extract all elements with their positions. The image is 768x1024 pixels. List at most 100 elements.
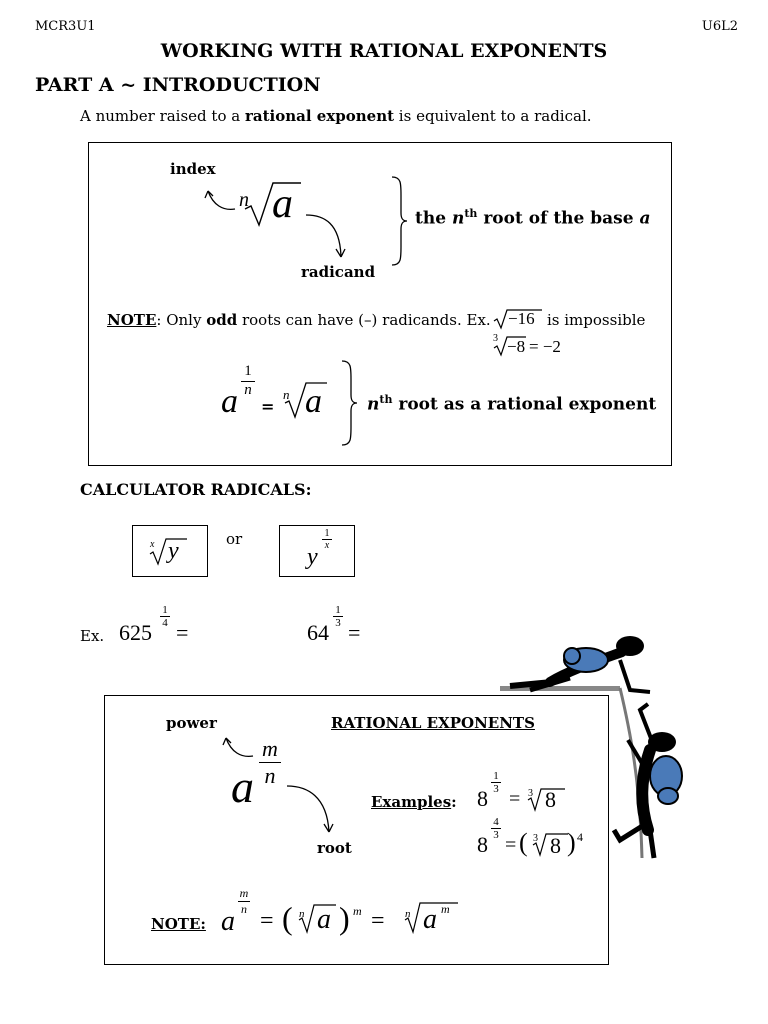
calc-ex2-eq: =: [348, 620, 361, 645]
box2-ex1-num: 1: [493, 770, 499, 782]
examples-colon: :: [451, 793, 457, 811]
box2-ex2-power: 4: [577, 830, 583, 844]
box2-ex2-close-paren: ): [567, 828, 576, 857]
or-text: or: [226, 530, 243, 548]
radical-definition-box: index n a radicand the nth root of the b…: [88, 142, 672, 466]
power-m: m: [262, 736, 278, 761]
intro-pre: A number raised to a: [80, 107, 245, 125]
box2-ex1-radical-icon: [527, 788, 565, 813]
rational-exponents-box: power RATIONAL EXPONENTS a m n root Exam…: [104, 695, 609, 965]
key2-num: 1: [324, 528, 330, 539]
ex2-radicand: −8: [507, 337, 526, 356]
box2-ex1-eq: =: [509, 788, 521, 810]
rational-post: root as a rational exponent: [392, 394, 657, 415]
left-curved-arrow-icon: [204, 190, 236, 211]
rational-radical-a: a: [305, 383, 322, 420]
note-index-1: n: [299, 908, 305, 920]
radical-base-a: a: [272, 181, 293, 227]
box2-ex2-num: 4: [493, 816, 499, 828]
box2-note-label: NOTE:: [151, 915, 206, 933]
ex-label: Ex.: [80, 627, 105, 645]
key1-index: x: [150, 539, 155, 550]
sqrt-sign-icon: [493, 309, 542, 330]
calc-ex1-base: 625: [119, 620, 152, 645]
calc-ex1-exponent: 1 4: [160, 604, 170, 629]
rational-th: th: [379, 393, 393, 406]
calc-ex2-num: 1: [335, 604, 341, 616]
calculator-heading: CALCULATOR RADICALS:: [80, 480, 312, 499]
nth-root-n: n: [451, 208, 465, 229]
radicand-label: radicand: [301, 263, 376, 281]
calc-ex2-exponent: 1 3: [333, 604, 343, 629]
nth-root-a: a: [639, 208, 651, 229]
note-power-2: m: [441, 902, 450, 916]
key2-den: x: [322, 539, 332, 551]
intro-post: is equivalent to a radical.: [394, 107, 592, 125]
rational-exponents-heading: RATIONAL EXPONENTS: [331, 714, 535, 732]
frac-den: n: [241, 381, 255, 399]
note-bold: odd: [206, 311, 238, 329]
ex1-radicand: −16: [508, 309, 535, 328]
box2-ex1-radicand: 8: [545, 787, 556, 812]
root-label: root: [317, 839, 352, 857]
note-exponent: m n: [238, 886, 250, 917]
box2-ex1-den: 3: [491, 782, 501, 795]
nth-root-th: th: [464, 207, 478, 220]
note-post: roots can have (–) radicands. Ex.: [237, 311, 491, 329]
note-eq1: =: [260, 908, 274, 934]
box2-ex2-radicand: 8: [550, 833, 561, 858]
note-line: NOTE: Only odd roots can have (–) radica…: [107, 311, 491, 329]
root-arrow-icon: [286, 785, 334, 833]
box2-ex1-exponent: 1 3: [491, 770, 501, 795]
power-label: power: [166, 714, 217, 732]
box2-note-text: NOTE:: [151, 915, 206, 933]
key2-base: y: [307, 544, 318, 570]
rational-equals: =: [261, 397, 275, 416]
course-code: MCR3U1: [35, 19, 96, 34]
part-a-heading: PART A ~ INTRODUCTION: [35, 74, 321, 96]
calculator-key-xroot[interactable]: x y: [132, 525, 208, 577]
box2-ex2-index: 3: [533, 833, 538, 844]
calc-ex1-eq: =: [176, 620, 189, 645]
calculator-key-power[interactable]: y 1 x: [279, 525, 355, 577]
nth-root-pre: the: [415, 208, 452, 229]
note-radicand-2: a: [423, 904, 437, 935]
ex2-result: = −2: [529, 337, 561, 356]
note-pre: : Only: [156, 311, 207, 329]
calc-ex1-den: 4: [160, 616, 170, 629]
examples-label: Examples:: [371, 793, 457, 811]
calc-ex2-den: 3: [333, 616, 343, 629]
box2-ex2-radical-icon: [532, 833, 568, 858]
climbers-clipart-icon: [500, 636, 683, 859]
note-m: m: [239, 886, 249, 900]
note-open-paren: (: [282, 900, 293, 936]
power-base-a: a: [231, 761, 254, 812]
ex2-index: 3: [493, 333, 498, 344]
xroot-sign-icon: [149, 538, 187, 566]
note-radical-icon-2: [404, 902, 458, 935]
intro-text: A number raised to a rational exponent i…: [80, 107, 592, 125]
note-base-a: a: [221, 906, 235, 937]
note-close-paren: ): [339, 900, 350, 936]
page-title: WORKING WITH RATIONAL EXPONENTS: [160, 40, 608, 62]
ex1-impossible: is impossible: [547, 311, 646, 329]
rational-base-a: a: [221, 383, 238, 420]
power-arrow-icon: [222, 737, 254, 758]
power-exponent-fraction: m n: [259, 736, 281, 789]
calc-ex2-base: 64: [307, 620, 329, 645]
box2-ex2-eq: =: [505, 834, 517, 856]
note-label: NOTE: [107, 311, 157, 329]
key1-base: y: [168, 538, 179, 564]
note-radical-icon-1: [298, 904, 336, 935]
note-power-1: m: [353, 904, 362, 918]
box2-ex2-base: 8: [477, 832, 488, 857]
note-n: n: [238, 901, 250, 917]
radical-sign-icon: [244, 182, 301, 227]
box2-ex2-open-paren: (: [519, 828, 528, 857]
box2-ex2-den: 3: [491, 828, 501, 841]
rational-description: nth root as a rational exponent: [367, 393, 656, 415]
nth-root-description: the nth root of the base a: [415, 207, 651, 229]
brace-icon: [391, 176, 408, 266]
note-index-2: n: [405, 908, 411, 920]
